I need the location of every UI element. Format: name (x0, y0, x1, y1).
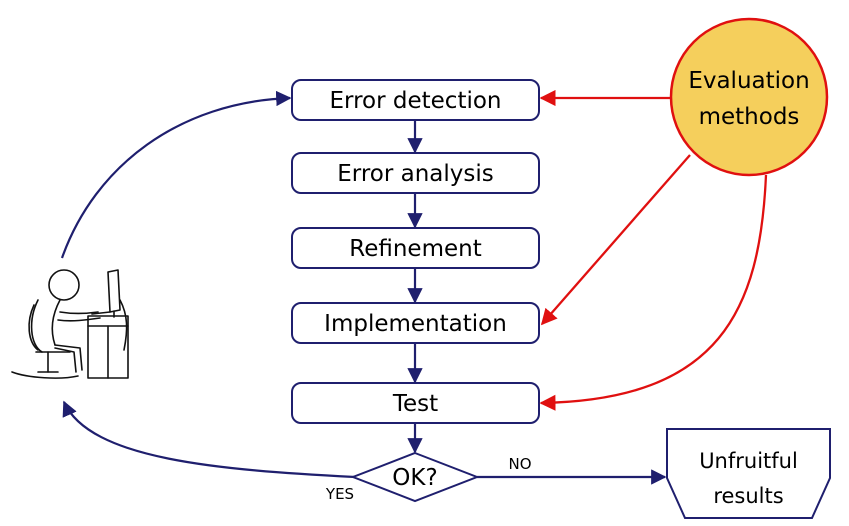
step-test-label: Test (392, 391, 438, 417)
edge-label-yes: YES (325, 485, 354, 503)
evaluation-line2: methods (699, 104, 800, 130)
step-test: Test (291, 382, 540, 424)
step-error-analysis: Error analysis (291, 152, 540, 194)
step-refinement: Refinement (291, 227, 540, 269)
person-at-computer-icon (11, 269, 129, 379)
red-arrow-to-test (539, 174, 768, 411)
arrow-person-to-detection (60, 90, 292, 259)
decision-ok-label: OK? (392, 465, 437, 491)
step-implementation-label: Implementation (324, 311, 507, 337)
unfruitful-line1: Unfruitful (699, 449, 798, 473)
edge-label-no: NO (508, 455, 531, 473)
unfruitful-results: Unfruitful results (666, 428, 831, 519)
step-error-detection: Error detection (291, 79, 540, 121)
evaluation-line1: Evaluation (688, 68, 809, 94)
step-error-detection-label: Error detection (330, 88, 502, 114)
decision-ok: OK? (350, 451, 480, 503)
evaluation-arrows (539, 89, 768, 411)
evaluation-methods: Evaluation methods (669, 17, 829, 177)
step-refinement-label: Refinement (349, 236, 481, 262)
unfruitful-line2: results (713, 484, 783, 508)
step-error-analysis-label: Error analysis (337, 161, 494, 187)
red-arrow-to-implementation (540, 154, 691, 326)
arrow-yes-to-person (62, 400, 356, 479)
step-implementation: Implementation (291, 302, 540, 344)
